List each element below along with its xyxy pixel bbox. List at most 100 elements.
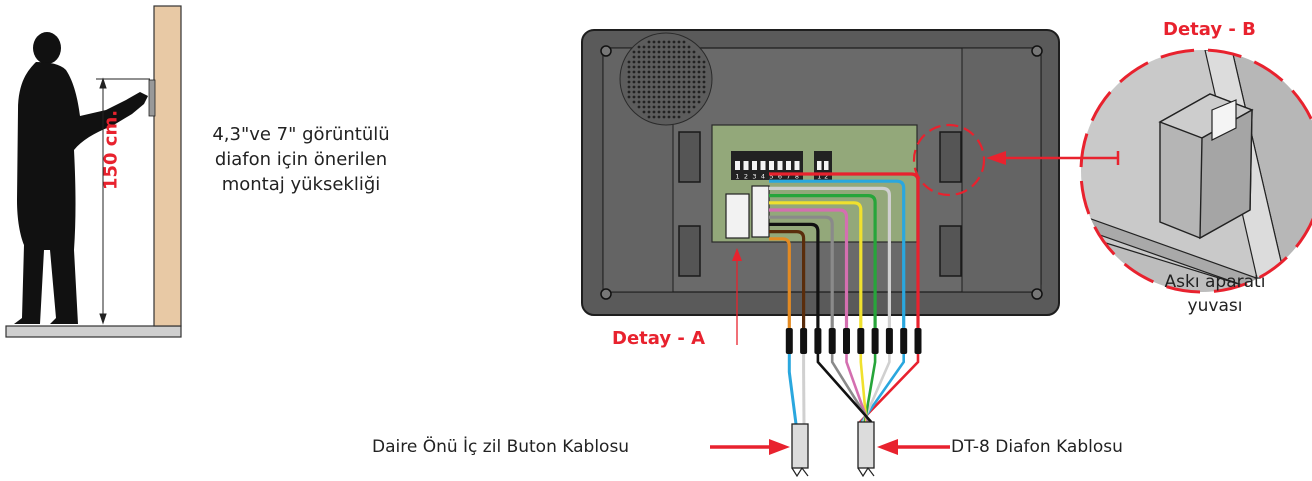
connector-left	[726, 194, 749, 238]
speaker-hole	[658, 101, 661, 104]
speaker-hole	[678, 111, 681, 114]
dip-switch-number: 3	[752, 173, 756, 181]
speaker-hole	[673, 101, 676, 104]
dip-switch-knob	[817, 155, 822, 161]
height-value-label: 150 cm.	[101, 110, 122, 190]
dip-switch-knob	[795, 155, 800, 161]
speaker-hole	[643, 56, 646, 59]
speaker-hole	[678, 51, 681, 54]
speaker-hole	[648, 101, 651, 104]
speaker-hole	[678, 66, 681, 69]
speaker-hole	[653, 101, 656, 104]
speaker-hole	[648, 76, 651, 79]
speaker-hole	[668, 86, 671, 89]
speaker-hole	[673, 91, 676, 94]
speaker-hole	[643, 101, 646, 104]
speaker-hole	[658, 41, 661, 44]
speaker-hole	[673, 86, 676, 89]
speaker-hole	[678, 106, 681, 109]
speaker-hole	[628, 61, 631, 64]
speaker-hole	[663, 76, 666, 79]
speaker-hole	[668, 41, 671, 44]
speaker-hole	[648, 86, 651, 89]
speaker-hole	[673, 96, 676, 99]
wire-sleeve	[814, 328, 821, 354]
speaker-hole	[673, 71, 676, 74]
wire-sleeve	[786, 328, 793, 354]
speaker-hole	[703, 61, 706, 64]
speaker-hole	[663, 91, 666, 94]
speaker-hole	[628, 76, 631, 79]
speaker-hole	[658, 86, 661, 89]
speaker-hole	[703, 91, 706, 94]
bell-cable-cut	[792, 468, 808, 476]
speaker-hole	[638, 96, 641, 99]
diafon-cable-label: DT-8 Diafon Kablosu	[951, 436, 1123, 458]
speaker-hole	[703, 71, 706, 74]
speaker-hole	[628, 96, 631, 99]
speaker-hole	[663, 111, 666, 114]
speaker-hole	[648, 106, 651, 109]
speaker-hole	[688, 106, 691, 109]
speaker-hole	[658, 66, 661, 69]
dip-switch-number: 4	[761, 173, 765, 181]
dip-switch-number: 2	[744, 173, 748, 181]
speaker-hole	[663, 71, 666, 74]
speaker-hole	[653, 46, 656, 49]
wire-sleeve	[900, 328, 907, 354]
speaker-hole	[628, 71, 631, 74]
speaker-hole	[643, 76, 646, 79]
speaker-hole	[678, 116, 681, 119]
speaker-hole	[633, 71, 636, 74]
speaker-hole	[683, 56, 686, 59]
detail-b-label: Detay - B	[1163, 19, 1256, 41]
speaker-hole	[693, 76, 696, 79]
speaker-hole	[688, 96, 691, 99]
speaker-hole	[678, 71, 681, 74]
speaker-hole	[683, 91, 686, 94]
speaker-hole	[653, 66, 656, 69]
speaker-hole	[673, 61, 676, 64]
speaker-hole	[663, 106, 666, 109]
speaker-hole	[648, 111, 651, 114]
speaker-hole	[663, 81, 666, 84]
speaker-hole	[648, 41, 651, 44]
speaker-hole	[668, 96, 671, 99]
speaker-hole	[688, 76, 691, 79]
cable-splices	[786, 328, 922, 476]
speaker-hole	[653, 96, 656, 99]
dip-switch-knob	[761, 155, 766, 161]
person-silhouette	[14, 32, 148, 324]
speaker-hole	[688, 86, 691, 89]
speaker-hole	[643, 111, 646, 114]
speaker-hole	[698, 76, 701, 79]
speaker-hole	[653, 41, 656, 44]
speaker-hole	[703, 66, 706, 69]
speaker-hole	[633, 96, 636, 99]
speaker-hole	[628, 91, 631, 94]
speaker-hole	[688, 66, 691, 69]
speaker-hole	[653, 86, 656, 89]
speaker-hole	[683, 86, 686, 89]
speaker-hole	[668, 106, 671, 109]
diafon-cable-jacket	[858, 422, 874, 468]
speaker-hole	[683, 66, 686, 69]
speaker-hole	[683, 81, 686, 84]
speaker-hole	[633, 86, 636, 89]
speaker-hole	[658, 76, 661, 79]
speaker-grille	[620, 33, 712, 125]
speaker-hole	[678, 81, 681, 84]
speaker-hole	[683, 71, 686, 74]
speaker-hole	[688, 61, 691, 64]
speaker-hole	[663, 116, 666, 119]
diafon-cable-cut	[858, 468, 874, 476]
speaker-hole	[668, 111, 671, 114]
connector-right	[752, 186, 769, 237]
speaker-hole	[638, 91, 641, 94]
speaker-hole	[693, 106, 696, 109]
speaker-hole	[673, 116, 676, 119]
wire-sleeve	[872, 328, 879, 354]
speaker-hole	[648, 71, 651, 74]
speaker-hole	[688, 81, 691, 84]
